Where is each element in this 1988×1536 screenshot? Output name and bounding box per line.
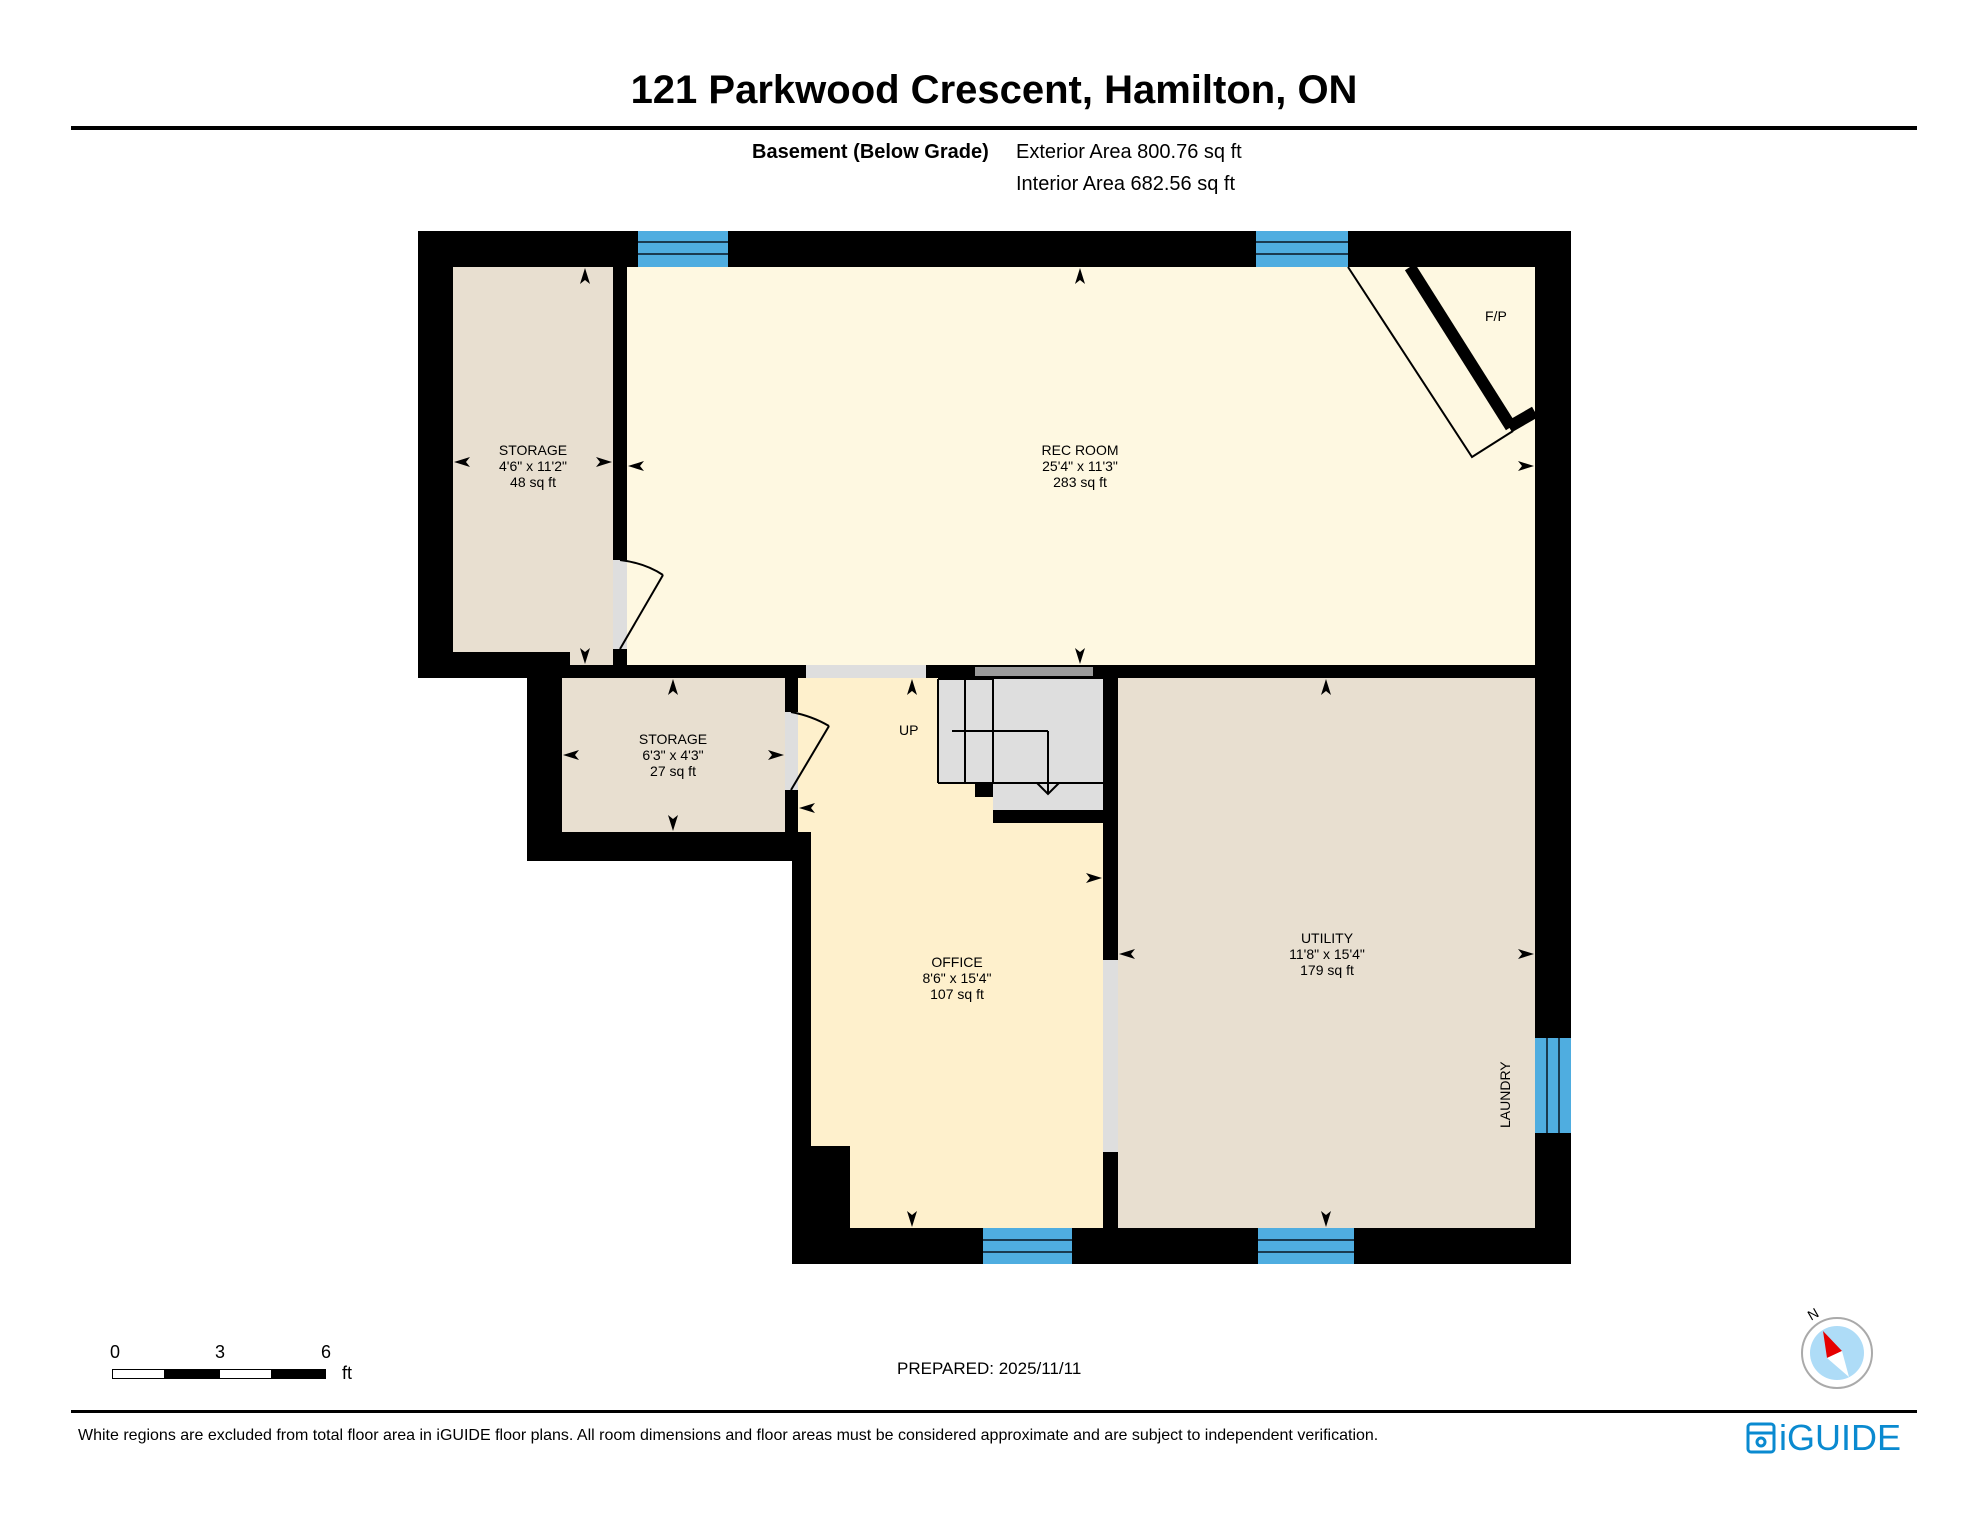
footer-rule xyxy=(71,1410,1917,1413)
fireplace-label: F/P xyxy=(1485,308,1507,324)
window-top-1 xyxy=(638,231,728,267)
room-label-office: OFFICE 8'6" x 15'4" 107 sq ft xyxy=(923,954,992,1002)
exterior-area: Exterior Area 800.76 sq ft xyxy=(1016,141,1242,163)
room-label-storage-1: STORAGE 4'6" x 11'2" 48 sq ft xyxy=(499,442,567,490)
room-name: UTILITY xyxy=(1300,930,1354,946)
compass-icon xyxy=(1801,1317,1873,1389)
room-area: 107 sq ft xyxy=(930,986,984,1002)
room-label-utility: UTILITY 11'8" x 15'4" 179 sq ft xyxy=(1289,930,1365,978)
room-label-rec-room: REC ROOM 25'4" x 11'3" 283 sq ft xyxy=(1042,442,1119,490)
interior-area: Interior Area 682.56 sq ft xyxy=(1016,173,1236,195)
doors xyxy=(619,559,830,791)
room-name: STORAGE xyxy=(498,442,568,458)
room-dims: 11'8" x 15'4" xyxy=(1289,946,1365,962)
room-dims: 8'6" x 15'4" xyxy=(922,970,992,986)
room-name: OFFICE xyxy=(931,954,983,970)
iguide-logo-text: iGUIDE xyxy=(1779,1417,1902,1458)
scale-tick-6: 6 xyxy=(321,1342,332,1362)
scale-bar xyxy=(112,1369,326,1379)
openings xyxy=(613,560,1118,1152)
window-right xyxy=(1535,1038,1571,1133)
room-area: 27 sq ft xyxy=(650,763,696,779)
room-dims: 25'4" x 11'3" xyxy=(1042,458,1118,474)
room-dims: 4'6" x 11'2" xyxy=(499,458,567,474)
iguide-logo-icon xyxy=(1746,1422,1776,1454)
fireplace xyxy=(1347,263,1538,459)
window-top-2 xyxy=(1256,231,1348,267)
utility-floor xyxy=(1118,678,1535,1228)
room-area: 283 sq ft xyxy=(1053,474,1107,490)
scale-unit: ft xyxy=(342,1363,353,1383)
title-rule xyxy=(71,126,1917,130)
floor-label: Basement (Below Grade) xyxy=(752,141,989,163)
storage-2-floor xyxy=(562,678,785,832)
prepared-date: PREPARED: 2025/11/11 xyxy=(897,1359,1082,1378)
dimension-arrows xyxy=(454,268,1534,1227)
disclaimer: White regions are excluded from total fl… xyxy=(78,1427,1379,1444)
window-bottom-1 xyxy=(983,1228,1072,1264)
iguide-logo: iGUIDE xyxy=(1746,1420,1901,1456)
office-floor xyxy=(798,678,1103,1228)
laundry-label: LAUNDRY xyxy=(1497,1061,1513,1128)
room-name: STORAGE xyxy=(638,731,708,747)
stairs xyxy=(937,667,1103,823)
room-label-storage-2: STORAGE 6'3" x 4'3" 27 sq ft xyxy=(639,731,707,779)
room-area: 179 sq ft xyxy=(1300,962,1354,978)
storage-1-floor xyxy=(453,267,613,652)
rec-room-floor xyxy=(627,267,1535,665)
room-area: 48 sq ft xyxy=(510,474,556,490)
stairs-up-label: UP xyxy=(899,722,919,738)
room-dims: 6'3" x 4'3" xyxy=(642,747,704,763)
windows xyxy=(638,231,1571,1264)
scale-tick-0: 0 xyxy=(110,1342,121,1362)
room-name: REC ROOM xyxy=(1041,442,1119,458)
page-title: 121 Parkwood Crescent, Hamilton, ON xyxy=(630,68,1358,112)
scale-tick-3: 3 xyxy=(215,1342,226,1362)
window-bottom-2 xyxy=(1258,1228,1354,1264)
